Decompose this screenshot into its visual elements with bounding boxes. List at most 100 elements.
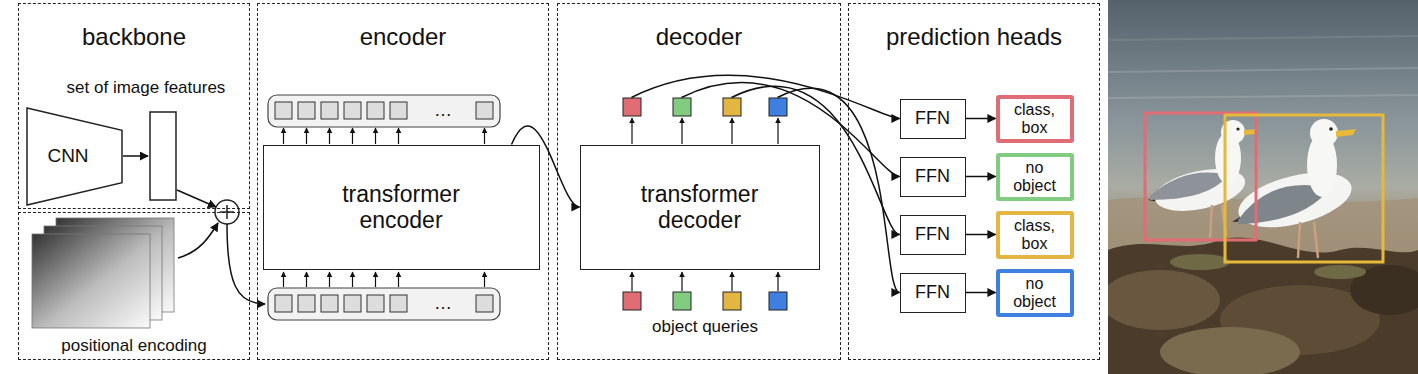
gull-photo <box>1210 205 1212 238</box>
token-row <box>476 295 493 312</box>
token-row <box>484 128 485 144</box>
connector-arrow <box>966 234 996 236</box>
token-row <box>275 102 292 119</box>
object-query-squares <box>769 292 787 310</box>
gull-photo <box>1233 163 1357 238</box>
decoder-output-squares <box>681 118 682 144</box>
annotation-label: object queries <box>652 317 758 337</box>
node-text: transformer decoder <box>625 181 775 234</box>
gull-photo <box>1314 265 1366 279</box>
dashed-panel: prediction headsFFNclass, boxFFNno objec… <box>848 3 1100 360</box>
decoder-output-squares <box>673 98 691 116</box>
token-row <box>344 102 361 119</box>
node-text: FFN <box>915 282 950 303</box>
dashed-panel: decoder transformer decoder <box>557 3 841 360</box>
gull-photo <box>1236 127 1239 130</box>
token-row <box>329 128 330 144</box>
positional-encoding-maps <box>178 223 218 258</box>
node-text: class, box <box>1004 101 1066 136</box>
connector-arrow <box>966 292 996 294</box>
object-query-squares <box>623 272 787 310</box>
connector-arrow <box>966 118 996 120</box>
token-row <box>268 288 500 320</box>
token-row <box>283 272 284 287</box>
decoder-output-squares <box>623 98 787 144</box>
token-row <box>268 95 500 144</box>
decoder-output-squares <box>777 118 778 144</box>
token-row <box>398 128 399 144</box>
token-row <box>352 128 353 144</box>
feature-map <box>123 112 216 207</box>
object-query-squares <box>631 272 632 291</box>
panel-heading: prediction heads <box>886 23 1062 51</box>
token-row <box>398 272 399 287</box>
node-text: FFN <box>915 166 950 187</box>
node-text: no object <box>1004 159 1066 194</box>
token-row <box>298 102 315 119</box>
node-text: class, box <box>1004 217 1066 252</box>
decoder-output-squares <box>731 118 732 144</box>
object-query-squares <box>731 272 732 291</box>
token-row <box>321 102 338 119</box>
ffn-box: FFN <box>900 99 966 139</box>
token-row <box>344 295 361 312</box>
token-row <box>268 272 500 320</box>
node-text: FFN <box>915 224 950 245</box>
token-row <box>275 295 292 312</box>
prediction-box: class, box <box>996 95 1074 143</box>
gull-photo <box>1314 222 1318 258</box>
node-text: CNN <box>47 145 88 167</box>
connector-arrow <box>966 176 996 178</box>
object-query-squares <box>673 292 691 310</box>
gull-photo <box>1108 0 1418 374</box>
gull-photo <box>1329 127 1333 131</box>
sum-symbol <box>227 224 265 304</box>
transformer-box: transformer encoder <box>263 145 540 270</box>
ellipsis-label: … <box>434 100 452 121</box>
token-row <box>352 272 353 287</box>
gull-photo <box>1310 119 1338 147</box>
token-row <box>306 272 307 287</box>
panel-heading: encoder <box>360 23 447 51</box>
node-text: no object <box>1004 275 1066 310</box>
token-row <box>390 102 407 119</box>
transformer-box: transformer decoder <box>580 145 820 270</box>
gull-photo <box>1170 254 1230 270</box>
token-row <box>283 128 284 144</box>
gull-photo <box>1145 113 1256 240</box>
object-query-squares <box>777 272 778 291</box>
token-row <box>321 295 338 312</box>
panel-heading: decoder <box>656 23 743 51</box>
ffn-box: FFN <box>900 215 966 255</box>
gull-photo <box>1225 115 1383 262</box>
prediction-box: class, box <box>996 211 1074 259</box>
node-text: transformer encoder <box>326 181 476 234</box>
token-row <box>298 295 315 312</box>
gull-photo <box>1108 68 1418 72</box>
dashed-panel: encoder transformer encoder <box>257 3 549 360</box>
token-row <box>367 102 384 119</box>
gull-photo <box>1108 95 1418 98</box>
token-row <box>375 272 376 287</box>
connector-arrow <box>632 75 900 118</box>
gull-photo <box>1298 222 1300 258</box>
object-query-squares <box>681 272 682 291</box>
gull-photo <box>1160 327 1300 374</box>
token-row <box>476 102 493 119</box>
token-row <box>367 295 384 312</box>
cnn-trapezoid: CNN <box>27 108 122 205</box>
ellipsis-label: … <box>434 293 452 314</box>
decoder-output-squares <box>769 98 787 116</box>
node-text: FFN <box>915 108 950 129</box>
dashed-panel: backboneCNN <box>18 3 250 209</box>
token-row <box>268 95 500 127</box>
positional-encoding-maps <box>32 234 150 328</box>
gull-photo <box>1150 173 1228 200</box>
token-row <box>329 272 330 287</box>
gull-photo <box>1108 270 1220 330</box>
prediction-box: no object <box>996 153 1074 201</box>
token-row <box>484 272 485 287</box>
prediction-box: no object <box>996 269 1074 317</box>
ffn-box: FFN <box>900 157 966 197</box>
